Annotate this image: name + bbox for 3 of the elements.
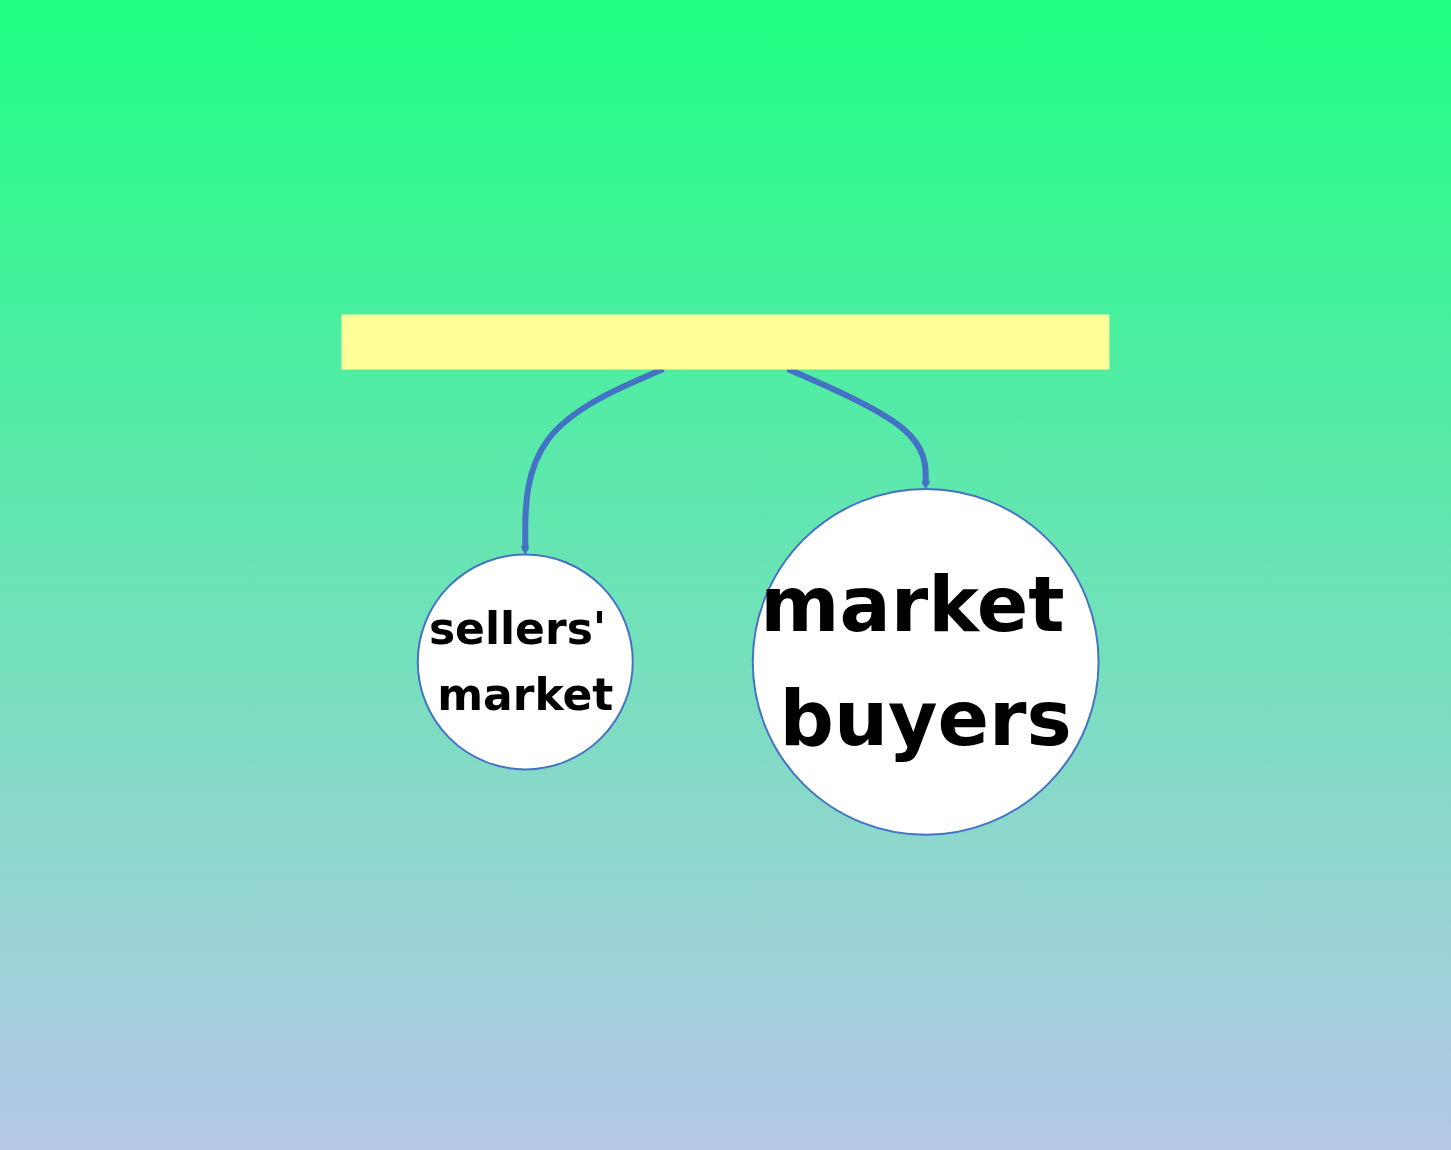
node-bar bbox=[341, 314, 1110, 370]
node-circle: sellers' market bbox=[416, 553, 634, 771]
node-circle: market buyers bbox=[751, 488, 1100, 836]
